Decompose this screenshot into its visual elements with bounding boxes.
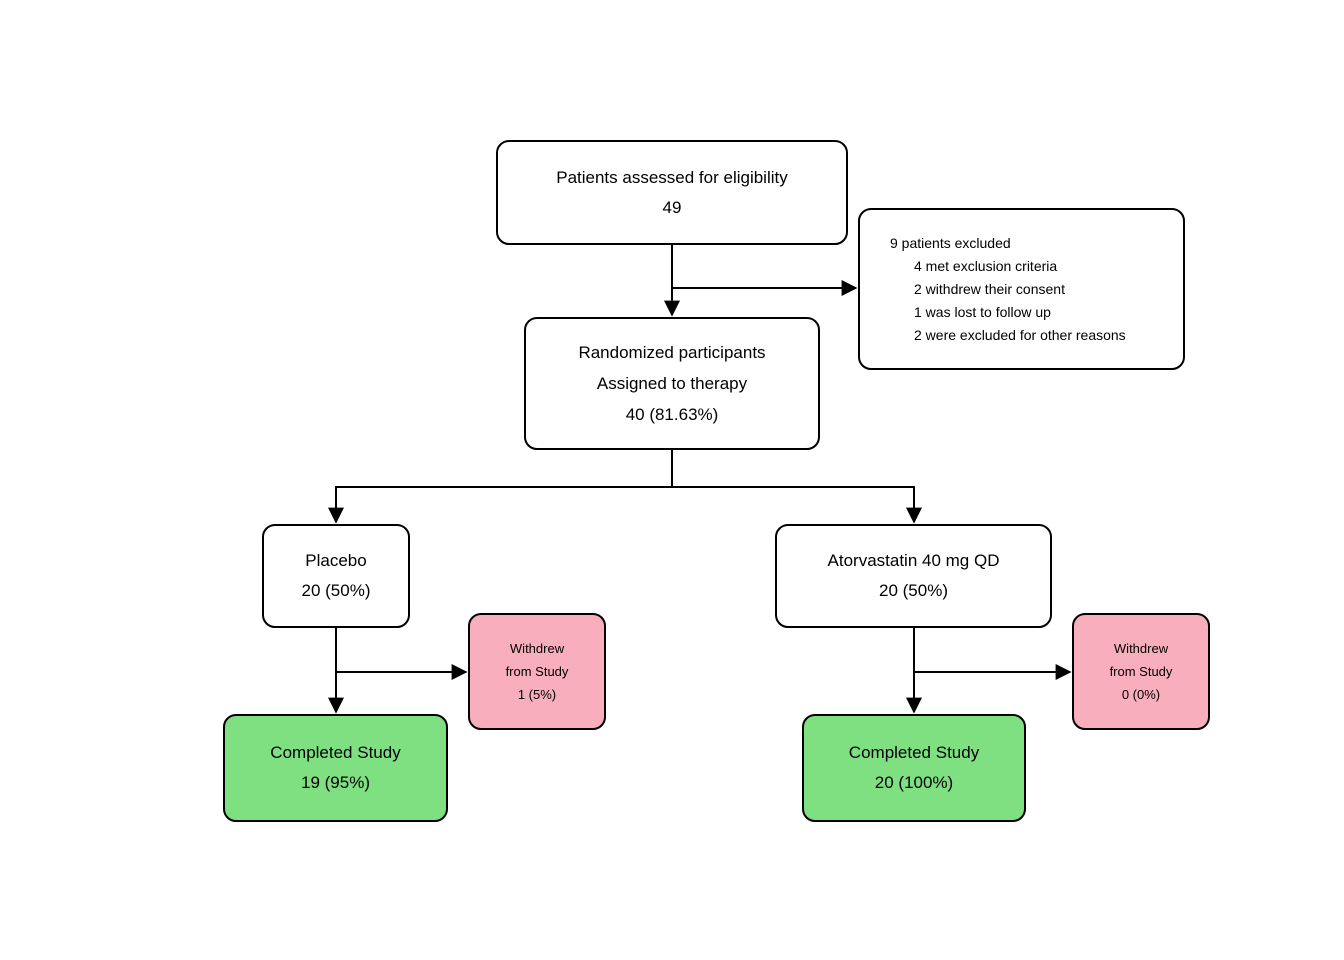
box-line: 40 (81.63%) [625, 405, 719, 424]
box-line: Atorvastatin 40 mg QD [827, 551, 1000, 570]
box-line: Completed Study [270, 743, 401, 762]
placebo-arm-box: Placebo 20 (50%) [262, 524, 410, 628]
box-line: 20 (100%) [874, 773, 954, 792]
box-line: 1 was lost to follow up [914, 303, 1051, 320]
randomized-box: Randomized participants Assigned to ther… [524, 317, 820, 450]
box-line: from Study [505, 664, 569, 679]
atorvastatin-arm-box: Atorvastatin 40 mg QD 20 (50%) [775, 524, 1052, 628]
box-line: Patients assessed for eligibility [556, 167, 788, 187]
box-line: 4 met exclusion criteria [914, 257, 1058, 274]
box-line: Withdrew [1113, 641, 1169, 656]
box-line: 19 (95%) [301, 773, 370, 792]
box-line: 20 (50%) [879, 581, 948, 600]
box-line: 1 (5%) [517, 687, 557, 702]
completed-atorvastatin-box: Completed Study 20 (100%) [802, 714, 1026, 822]
box-line: Placebo [305, 551, 367, 570]
box-line: 20 (50%) [301, 581, 371, 600]
box-line: Assigned to therapy [596, 374, 748, 393]
box-line: Withdrew [509, 641, 565, 656]
eligibility-box: Patients assessed for eligibility 49 [496, 140, 848, 245]
withdrew-atorvastatin-box: Withdrew from Study 0 (0%) [1072, 613, 1210, 730]
box-line: from Study [1109, 664, 1173, 679]
completed-placebo-box: Completed Study 19 (95%) [223, 714, 448, 822]
box-line: 0 (0%) [1121, 687, 1161, 702]
box-line: 9 patients excluded [890, 234, 1011, 251]
excluded-box: 9 patients excluded 4 met exclusion crit… [858, 208, 1185, 370]
box-line: 2 were excluded for other reasons [914, 326, 1126, 343]
box-line: 2 withdrew their consent [914, 280, 1065, 297]
box-line: Completed Study [848, 743, 980, 762]
box-line: 49 [662, 197, 682, 217]
withdrew-placebo-box: Withdrew from Study 1 (5%) [468, 613, 606, 730]
box-line: Randomized participants [578, 343, 766, 362]
